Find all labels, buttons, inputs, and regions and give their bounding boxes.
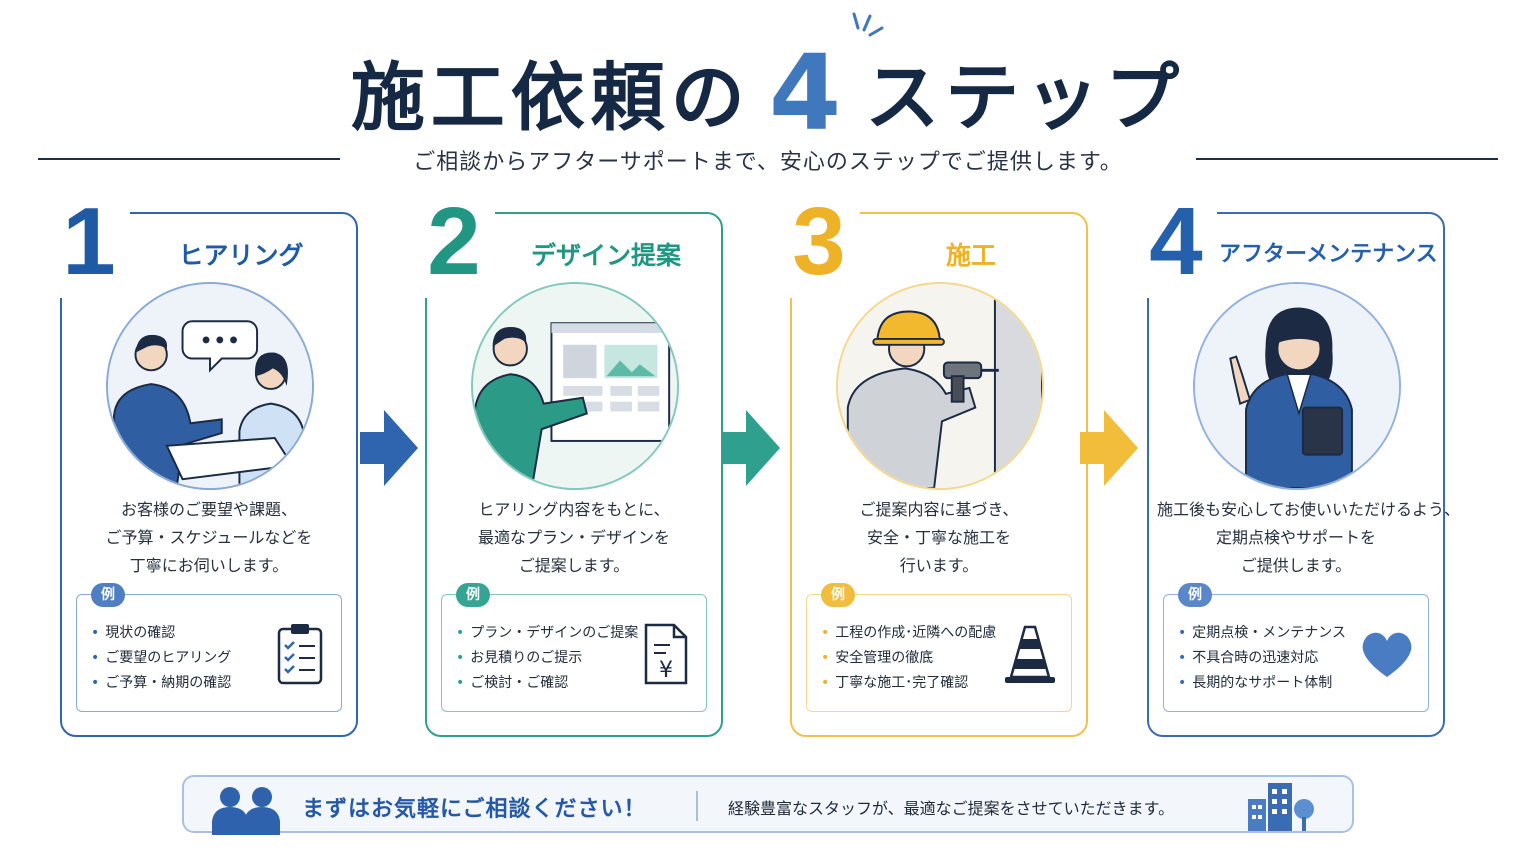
construction-worker-illustration bbox=[836, 282, 1044, 490]
design-proposal-illustration bbox=[471, 282, 679, 490]
title-part2: ステップ bbox=[865, 55, 1186, 141]
list-item: 現状の確認 bbox=[91, 621, 231, 646]
subtitle-row: ご相談からアフターサポートまで、安心のステップでご提供します。 bbox=[0, 140, 1536, 180]
step-number: 2 bbox=[413, 186, 495, 298]
list-item: 安全管理の徹底 bbox=[821, 646, 996, 671]
step-title: アフターメンテナンス bbox=[1219, 242, 1438, 267]
step-card-2: 2 デザイン提案 ヒアリング内容をもとに、 最適なプラン・デザインを ご提案しま… bbox=[413, 186, 723, 737]
example-badge: 例 bbox=[456, 583, 490, 607]
subtitle: ご相談からアフターサポートまで、安心のステップでご提供します。 bbox=[413, 150, 1123, 175]
subtitle-line-left bbox=[38, 158, 340, 160]
example-box: 例 現状の確認 ご要望のヒアリング ご予算・納期の確認 bbox=[76, 583, 342, 712]
cta-text: まずはお気軽にご相談ください！ bbox=[302, 797, 647, 822]
arrow-right-icon bbox=[1080, 410, 1138, 486]
sparkle-lines-icon bbox=[852, 12, 884, 37]
footer-note: 経験豊富なスタッフが、最適なご提案をさせていただきます。 bbox=[728, 799, 1175, 818]
step-number: 4 bbox=[1135, 186, 1217, 298]
list-item: 丁寧な施工･完了確認 bbox=[821, 671, 996, 696]
example-box: 例 工程の作成･近隣への配慮 安全管理の徹底 丁寧な施工･完了確認 bbox=[806, 583, 1072, 712]
desc-line: 丁寧にお伺いします。 bbox=[129, 556, 289, 575]
step-number: 3 bbox=[778, 186, 860, 298]
desc-line: ご予算・スケジュールなどを bbox=[105, 528, 313, 547]
title-part1: 施工依頼の bbox=[350, 55, 751, 141]
desc-line: お客様のご要望や課題、 bbox=[120, 500, 297, 519]
example-badge: 例 bbox=[91, 583, 125, 607]
list-item: ご要望のヒアリング bbox=[91, 646, 231, 671]
list-item: 定期点検・メンテナンス bbox=[1178, 621, 1346, 646]
step-description: お客様のご要望や課題、 ご予算・スケジュールなどを 丁寧にお伺いします。 bbox=[70, 496, 348, 580]
step-title: 施工 bbox=[945, 241, 996, 270]
example-list: プラン・デザインのご提案 お見積りのご提示 ご検討・ご確認 bbox=[456, 621, 638, 696]
desc-line: 最適なプラン・デザインを bbox=[477, 528, 670, 547]
example-list: 工程の作成･近隣への配慮 安全管理の徹底 丁寧な施工･完了確認 bbox=[821, 621, 996, 696]
arrow-right-icon bbox=[360, 410, 418, 486]
footer-banner: まずはお気軽にご相談ください！ 経験豊富なスタッフが、最適なご提案をさせていただ… bbox=[182, 775, 1354, 835]
example-list: 現状の確認 ご要望のヒアリング ご予算・納期の確認 bbox=[91, 621, 231, 696]
step-description: ご提案内容に基づき、 安全・丁寧な施工を 行います。 bbox=[800, 496, 1078, 580]
example-badge: 例 bbox=[1178, 583, 1212, 607]
desc-line: ご提案します。 bbox=[518, 556, 630, 575]
list-item: プラン・デザインのご提案 bbox=[456, 621, 638, 646]
list-item: 不具合時の迅速対応 bbox=[1178, 646, 1346, 671]
desc-line: ご提案内容に基づき、 bbox=[859, 500, 1019, 519]
desc-line: 定期点検やサポートを bbox=[1215, 528, 1376, 547]
step-description: 施工後も安心してお使いいただけるよう、 定期点検やサポートを ご提供します。 bbox=[1157, 496, 1461, 580]
desc-line: ヒアリング内容をもとに、 bbox=[478, 500, 670, 519]
list-item: ご予算・納期の確認 bbox=[91, 671, 231, 696]
step-card-4: 4 アフターメンテナンス 施工後も安心してお使いいただけるよう、 定期点検やサポ… bbox=[1135, 186, 1461, 737]
hearing-consultation-illustration bbox=[106, 282, 314, 490]
example-box: 例 定期点検・メンテナンス 不具合時の迅速対応 長期的なサポート体制 bbox=[1163, 583, 1429, 712]
desc-line: 行います。 bbox=[899, 556, 979, 575]
support-staff-illustration bbox=[1193, 282, 1401, 490]
desc-line: 安全・丁寧な施工を bbox=[866, 528, 1011, 547]
people-icon bbox=[212, 787, 280, 835]
list-item: 工程の作成･近隣への配慮 bbox=[821, 621, 996, 646]
step-number: 1 bbox=[48, 186, 130, 298]
title-number: 4 bbox=[768, 32, 848, 154]
divider bbox=[696, 791, 698, 821]
heart-icon bbox=[1362, 632, 1412, 677]
step-card-1: 1 ヒアリング お客様のご要望や課題、 ご予算・スケジュールなどを 丁寧にお伺い… bbox=[48, 186, 358, 737]
step-description: ヒアリング内容をもとに、 最適なプラン・デザインを ご提案します。 bbox=[435, 496, 713, 580]
step-title: デザイン提案 bbox=[530, 241, 681, 270]
list-item: ご検討・ご確認 bbox=[456, 671, 638, 696]
subtitle-line-right bbox=[1196, 158, 1498, 160]
desc-line: 施工後も安心してお使いいただけるよう、 bbox=[1157, 500, 1461, 519]
yen-document-icon: ¥ bbox=[644, 623, 688, 685]
desc-line: ご提供します。 bbox=[1240, 556, 1352, 575]
traffic-cone-icon bbox=[1005, 625, 1055, 683]
example-badge: 例 bbox=[821, 583, 855, 607]
example-box: 例 プラン・デザインのご提案 お見積りのご提示 ご検討・ご確認 ¥ bbox=[441, 583, 707, 712]
building-icon bbox=[1248, 783, 1314, 831]
arrow-right-icon bbox=[722, 410, 780, 486]
list-item: 長期的なサポート体制 bbox=[1178, 671, 1346, 696]
step-title: ヒアリング bbox=[178, 241, 304, 270]
step-card-3: 3 施工 ご提案内容に基づき、 安全・丁寧な施工を 行います。 例 工程の作成･… bbox=[778, 186, 1088, 737]
yen-symbol: ¥ bbox=[659, 658, 673, 683]
list-item: お見積りのご提示 bbox=[456, 646, 638, 671]
example-list: 定期点検・メンテナンス 不具合時の迅速対応 長期的なサポート体制 bbox=[1178, 621, 1346, 696]
clipboard-checklist-icon bbox=[277, 624, 323, 685]
